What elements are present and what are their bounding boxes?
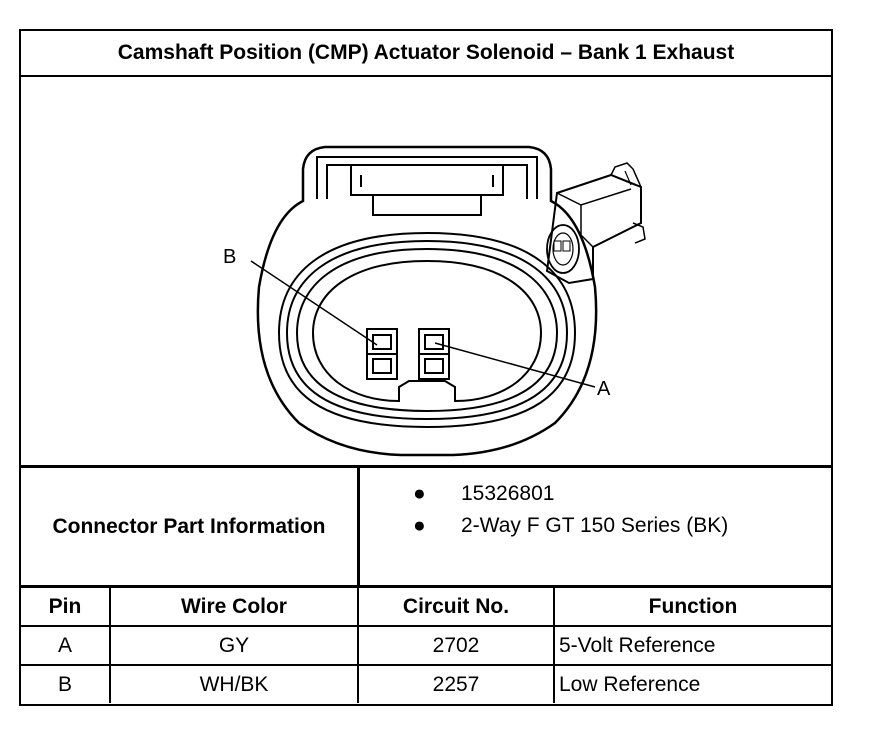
header-wire-color: Wire Color — [109, 588, 359, 627]
header-circuit-no: Circuit No. — [357, 588, 555, 627]
connector-info-values: ● 15326801 ● 2-Way F GT 150 Series (BK) — [360, 468, 831, 588]
circuit-cell: 2702 — [357, 625, 555, 666]
bullet-icon: ● — [413, 514, 426, 537]
pin-a-callout: A — [597, 378, 611, 400]
connector-diagram: B A — [21, 75, 831, 468]
connector-info-label: Connector Part Information — [21, 468, 360, 588]
table-row: B WH/BK 2257 Low Reference — [21, 664, 831, 703]
function-cell: 5-Volt Reference — [553, 625, 831, 666]
pin-cell: A — [21, 625, 111, 666]
connector-sheet: Camshaft Position (CMP) Actuator Solenoi… — [19, 29, 833, 706]
pin-cell: B — [21, 664, 111, 703]
table-row: A GY 2702 5-Volt Reference — [21, 625, 831, 666]
header-pin: Pin — [21, 588, 111, 627]
header-function: Function — [553, 588, 831, 627]
table-header-row: Pin Wire Color Circuit No. Function — [21, 588, 831, 627]
pin-b-callout: B — [223, 246, 236, 268]
bullet-icon: ● — [413, 482, 426, 505]
pin-table: Pin Wire Color Circuit No. Function A GY… — [21, 588, 831, 703]
wire-color-cell: WH/BK — [109, 664, 359, 703]
circuit-cell: 2257 — [357, 664, 555, 703]
page-title: Camshaft Position (CMP) Actuator Solenoi… — [21, 31, 831, 77]
function-cell: Low Reference — [553, 664, 831, 703]
connector-face-drawing: B A — [223, 145, 646, 457]
wire-color-cell: GY — [109, 625, 359, 666]
